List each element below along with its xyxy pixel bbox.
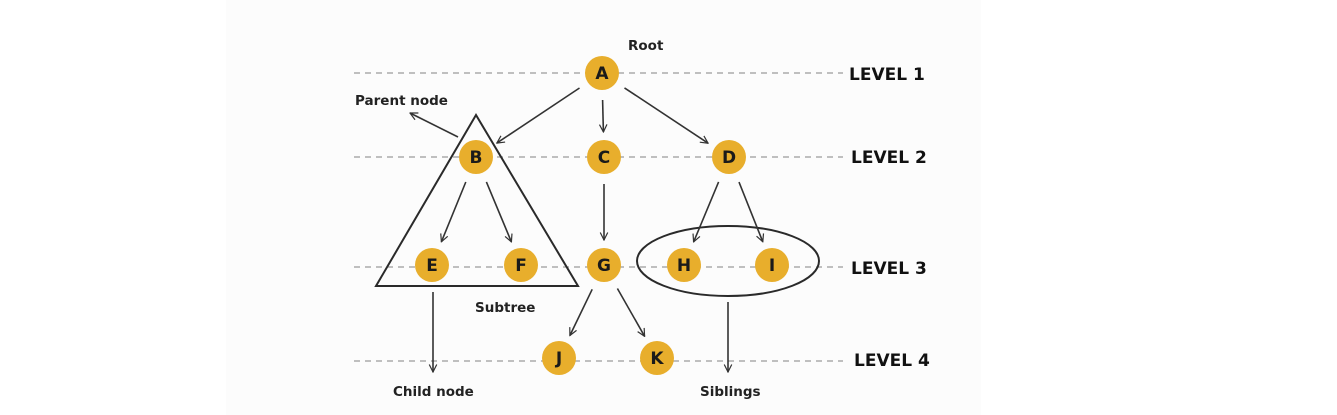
level-1-label: LEVEL 1 [849, 65, 925, 85]
edge-B-E [441, 181, 467, 242]
node-C: C [587, 140, 621, 174]
node-J: J [542, 341, 576, 375]
node-I-label: I [769, 256, 775, 276]
parent-node-arrow [410, 112, 459, 138]
node-B: B [459, 140, 493, 174]
node-D-circle [712, 140, 746, 174]
node-I: I [755, 248, 789, 282]
node-B-circle [459, 140, 493, 174]
node-E-label: E [426, 256, 438, 276]
siblings-ellipse [636, 225, 820, 297]
level-3-label: LEVEL 3 [851, 259, 927, 279]
level-labels: LEVEL 1 LEVEL 2 LEVEL 3 LEVEL 4 [849, 65, 930, 371]
node-G: G [587, 248, 621, 282]
node-J-label: J [555, 349, 562, 369]
subtree-annotation: Subtree [475, 300, 535, 316]
annotation-arrows [410, 112, 728, 372]
node-H-label: H [677, 256, 691, 276]
node-E: E [415, 248, 449, 282]
edge-D-I [738, 181, 763, 242]
edge-B-F [485, 181, 511, 242]
node-F-label: F [515, 256, 527, 276]
level-2-label: LEVEL 2 [851, 148, 927, 168]
node-K: K [640, 341, 674, 375]
node-A: A [585, 56, 619, 90]
root-annotation: Root [628, 38, 664, 54]
edge-A-C [603, 99, 604, 132]
node-I-circle [755, 248, 789, 282]
node-J-circle [542, 341, 576, 375]
node-K-circle [640, 341, 674, 375]
node-B-label: B [470, 148, 483, 168]
node-D: D [712, 140, 746, 174]
node-D-label: D [722, 148, 736, 168]
edge-A-B [497, 87, 580, 143]
edge-A-D [624, 87, 709, 143]
node-H: H [667, 248, 701, 282]
node-G-circle [587, 248, 621, 282]
subtree-triangle [374, 113, 580, 287]
level-guides [354, 72, 843, 362]
node-K-label: K [650, 349, 664, 369]
node-A-label: A [595, 64, 609, 84]
child-node-annotation: Child node [393, 384, 474, 400]
tree-diagram: LEVEL 1 LEVEL 2 LEVEL 3 LEVEL 4 A B C D E F G H… [354, 38, 930, 400]
edge-G-K [616, 288, 646, 337]
edge-G-J [569, 288, 593, 335]
node-F: F [504, 248, 538, 282]
tree-edges [441, 87, 763, 337]
siblings-annotation: Siblings [700, 384, 761, 400]
node-C-label: C [598, 148, 610, 168]
node-C-circle [587, 140, 621, 174]
annotations: Root Parent node Subtree Child node Sibl… [355, 38, 761, 400]
parent-node-annotation: Parent node [355, 93, 448, 109]
node-H-circle [667, 248, 701, 282]
node-G-label: G [597, 256, 611, 276]
node-A-circle [585, 56, 619, 90]
node-E-circle [415, 248, 449, 282]
level-4-label: LEVEL 4 [854, 351, 930, 371]
node-F-circle [504, 248, 538, 282]
tree-nodes: A B C D E F G H I J K [415, 56, 789, 375]
edge-D-H [694, 181, 720, 242]
diagram-panel: LEVEL 1 LEVEL 2 LEVEL 3 LEVEL 4 A B C D E F G H… [226, 0, 981, 415]
